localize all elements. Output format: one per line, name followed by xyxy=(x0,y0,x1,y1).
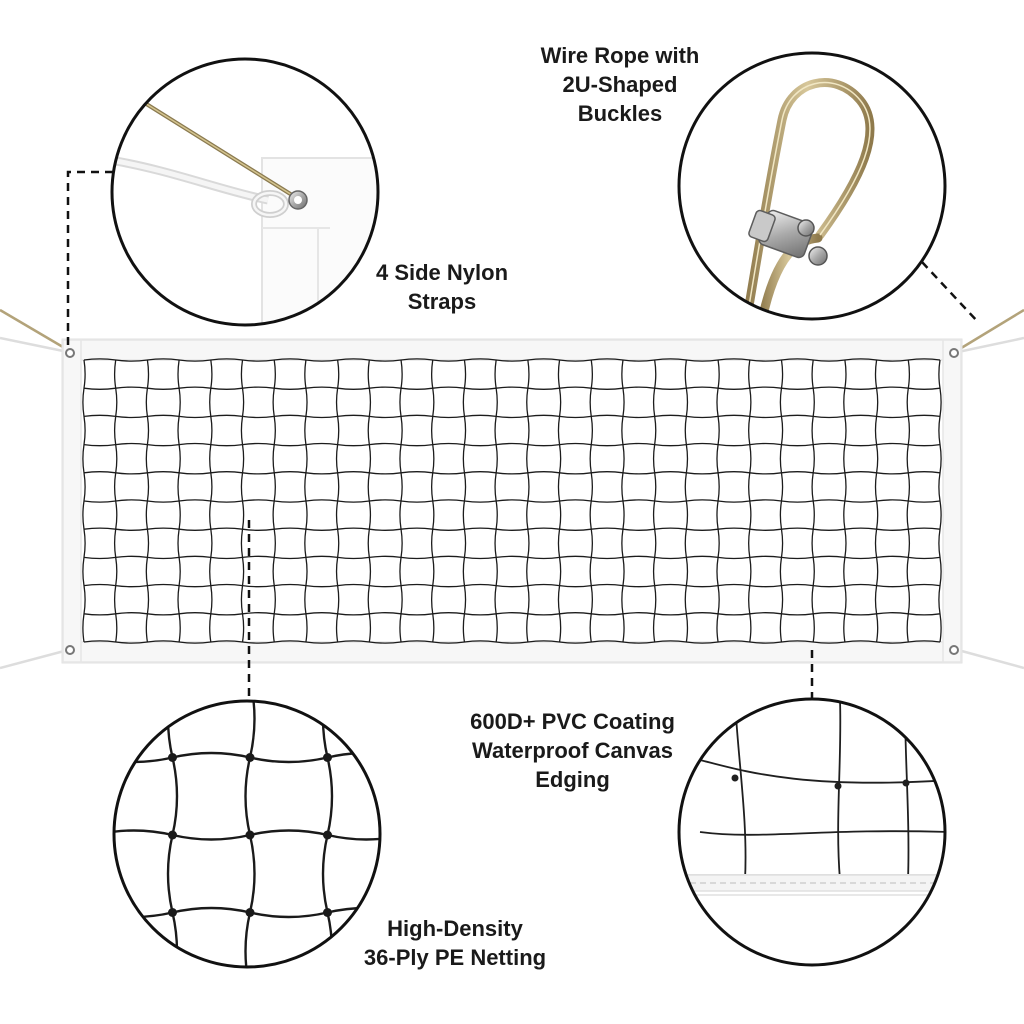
support-ropes xyxy=(0,308,1024,670)
mesh-strand xyxy=(83,640,941,644)
mesh-strand xyxy=(83,386,941,390)
mesh-knot xyxy=(323,753,332,762)
volleyball-net xyxy=(61,338,963,664)
mesh-knot xyxy=(323,676,332,685)
mesh-strand xyxy=(83,583,941,588)
label-line: Buckles xyxy=(577,101,663,126)
mesh-knot xyxy=(91,831,100,840)
net-canvas-border xyxy=(61,338,963,664)
grommet-icon xyxy=(65,645,75,655)
mesh-knot xyxy=(245,830,255,840)
label-line: 36-Ply PE Netting xyxy=(363,945,547,970)
edge-detail xyxy=(677,697,947,967)
mesh-strand xyxy=(83,414,941,419)
mesh-knot xyxy=(246,986,255,995)
label-line: 2U-Shaped xyxy=(562,72,678,97)
mesh-knot xyxy=(401,986,410,995)
grommet-icon xyxy=(65,348,75,358)
mesh-knot xyxy=(168,986,177,995)
label-line: Edging xyxy=(535,767,610,792)
wire-rope-detail xyxy=(677,51,947,321)
label-line: Waterproof Canvas xyxy=(472,738,673,763)
pvc-coating-label: 600D+ PVC Coating Waterproof Canvas Edgi… xyxy=(440,707,705,794)
label-line: 4 Side Nylon xyxy=(375,260,509,285)
mesh-knot xyxy=(168,908,177,917)
mesh-strand xyxy=(83,499,941,503)
mesh-knot xyxy=(168,830,177,840)
grommet-icon xyxy=(949,348,959,358)
mesh-knot xyxy=(168,753,177,762)
mesh-detail xyxy=(91,676,410,995)
net-mesh xyxy=(82,358,942,644)
mesh-strand xyxy=(83,612,941,616)
mesh-knot xyxy=(401,753,410,762)
mesh-knot xyxy=(91,986,100,995)
mesh-knot xyxy=(91,753,100,762)
mesh-knot xyxy=(168,676,177,685)
mesh-knot xyxy=(245,908,255,917)
label-line: Straps xyxy=(407,289,477,314)
mesh-knot xyxy=(401,676,410,685)
mesh-strand xyxy=(83,358,941,362)
strap-detail xyxy=(110,57,380,327)
mesh-strand xyxy=(83,471,941,475)
label-line: 600D+ PVC Coating xyxy=(470,709,675,734)
label-line: High-Density xyxy=(387,916,523,941)
nylon-straps-label: 4 Side Nylon Straps xyxy=(352,258,532,316)
mesh-knot xyxy=(91,676,100,685)
mesh-knot xyxy=(401,831,410,840)
mesh-knot xyxy=(323,986,332,995)
u-clamp-icon xyxy=(748,209,828,266)
mesh-strand xyxy=(83,442,941,447)
netting-label: High-Density 36-Ply PE Netting xyxy=(330,914,580,972)
mesh-knot xyxy=(245,753,255,762)
wire-rope-label: Wire Rope with 2U-Shaped Buckles xyxy=(505,41,735,128)
mesh-strand xyxy=(95,986,405,995)
mesh-strand xyxy=(91,680,100,990)
mesh-knot xyxy=(91,908,100,917)
mesh-knot xyxy=(323,830,332,840)
mesh-knot xyxy=(323,908,332,917)
grommet-icon xyxy=(949,645,959,655)
mesh-strand xyxy=(83,555,941,560)
label-line: Wire Rope with xyxy=(540,43,700,68)
leader-lines xyxy=(66,170,979,701)
mesh-strand xyxy=(83,527,941,531)
